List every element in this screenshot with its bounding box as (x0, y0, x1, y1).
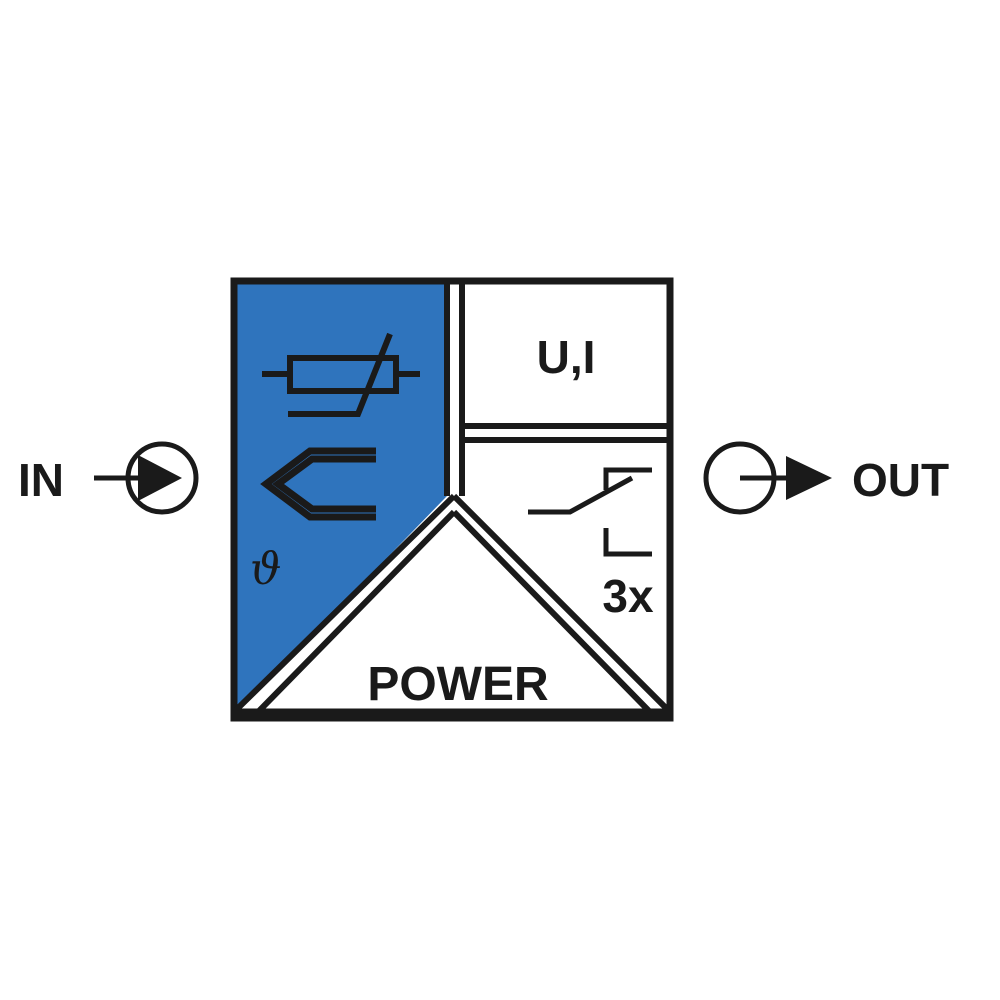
power-triangle (238, 500, 666, 714)
output-arrow-circle-icon (703, 441, 832, 515)
thermocouple-icon (260, 447, 376, 521)
relay-count-label: 3x (602, 570, 654, 622)
output-label: OUT (852, 454, 949, 506)
input-label: IN (18, 454, 64, 506)
module-frame (230, 277, 674, 722)
variable-resistor-icon (262, 332, 420, 417)
relay-switch-contact-icon (528, 467, 652, 557)
temperature-symbol: ϑ (250, 544, 281, 595)
input-arrow-circle-icon (94, 441, 199, 515)
power-label: POWER (367, 658, 548, 711)
output-signal-label: U,I (537, 331, 596, 383)
